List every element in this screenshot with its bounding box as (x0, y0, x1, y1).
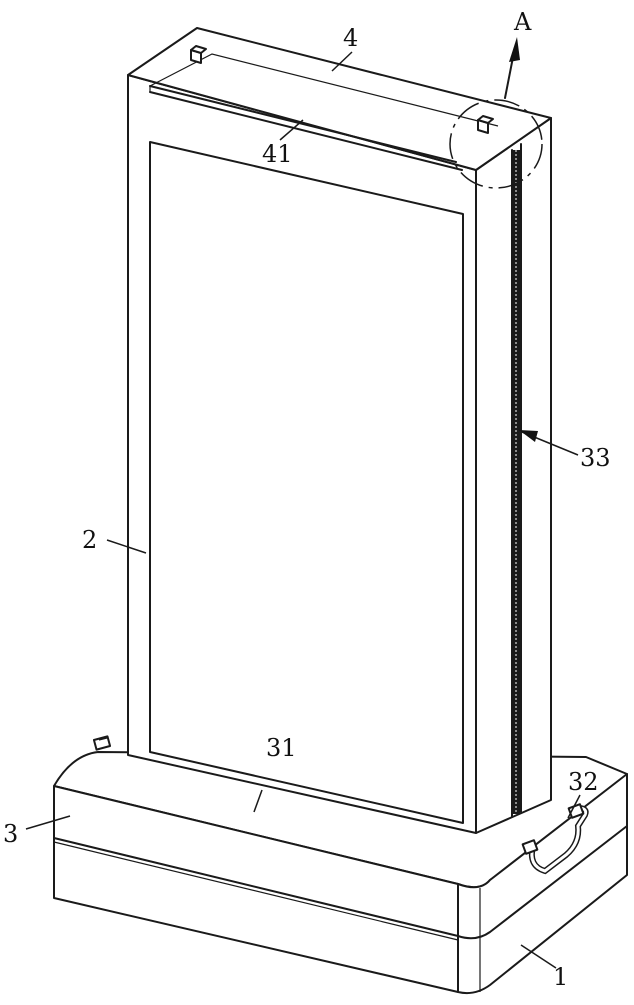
top-groove-rim (149, 53, 499, 127)
leader-3 (25, 815, 71, 830)
rack-strip (511, 143, 522, 818)
base-seam-front (53, 837, 459, 937)
top-lug-right-top (477, 115, 494, 124)
label-1: 1 (553, 963, 568, 991)
leader-1 (520, 944, 557, 969)
label-2: 2 (82, 526, 97, 554)
top-lug-left-top (190, 45, 207, 54)
detail-circle-a (449, 99, 543, 189)
clip-left (92, 735, 112, 751)
label-33: 33 (580, 444, 611, 472)
base-seam-side (457, 825, 628, 940)
leader-32 (567, 794, 581, 819)
leader-31 (253, 789, 263, 813)
leader-2 (106, 539, 147, 554)
label-A: A (513, 8, 532, 36)
screen-panel (149, 141, 464, 824)
cabinet (127, 27, 552, 834)
label-31: 31 (266, 734, 297, 762)
detail-a-arrow-head (509, 37, 520, 62)
top-groove-front-edge (149, 85, 457, 163)
leader-33-arrow (519, 430, 538, 442)
label-41: 41 (262, 140, 293, 168)
base-side-face (457, 773, 628, 995)
label-3: 3 (3, 820, 18, 848)
label-4: 4 (343, 24, 358, 52)
leader-41 (279, 119, 304, 141)
top-groove-back-edge (149, 91, 463, 171)
base-seam-front-2 (53, 841, 459, 941)
leader-4 (331, 51, 353, 72)
label-32: 32 (568, 768, 599, 796)
